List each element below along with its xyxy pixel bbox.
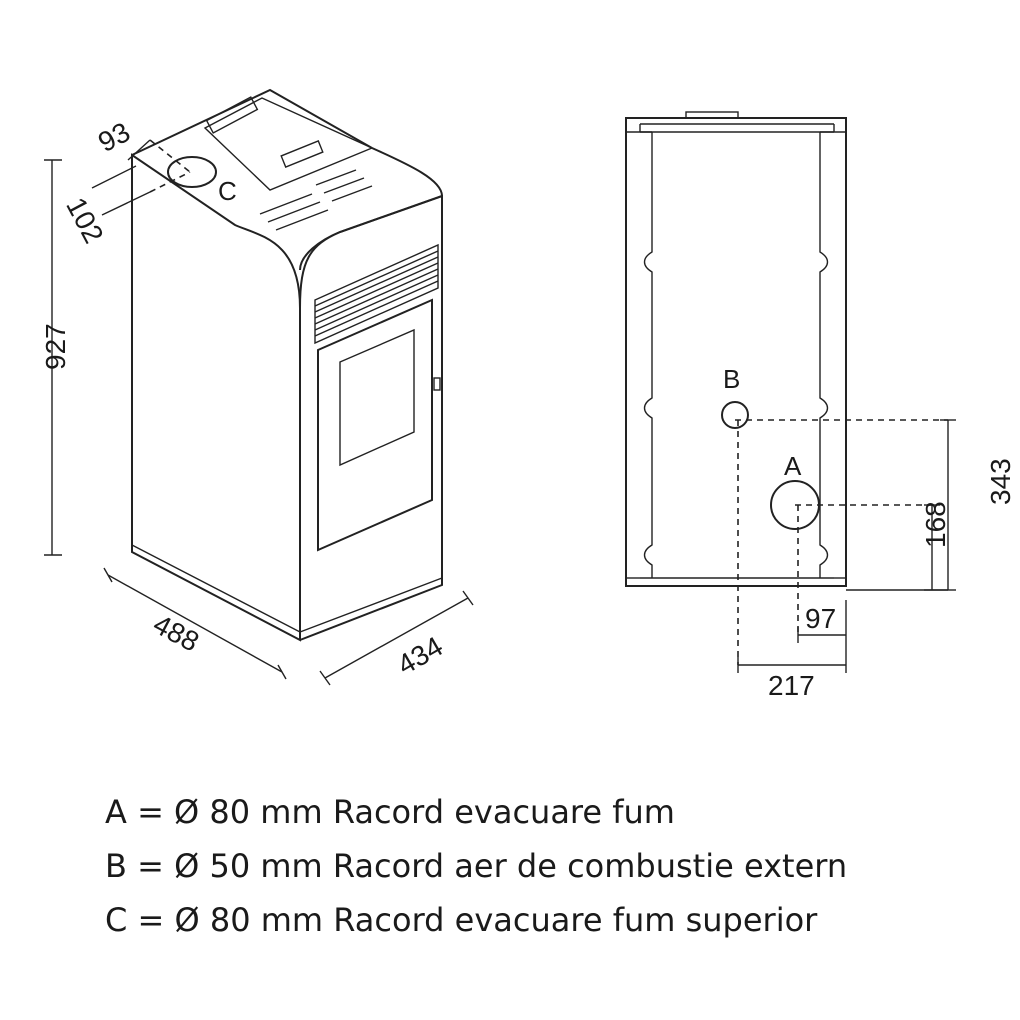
stove-hopper-handle [280, 140, 324, 168]
stove-top-surface [131, 88, 444, 271]
stove-body-left-face [131, 153, 301, 642]
legend-item-b: B = Ø 50 mm Racord aer de combustie exte… [105, 847, 848, 885]
dim-height-line [44, 159, 62, 556]
dim-width-line [103, 567, 287, 680]
dim-b-offset: 217 [768, 670, 815, 701]
dim-a-offset: 97 [805, 603, 836, 634]
stove-3d-view: C 93 102 927 488 4 [40, 88, 474, 686]
connector-b-label: B [723, 364, 740, 394]
stove-door-glass [339, 328, 415, 467]
stove-door [317, 298, 433, 552]
dim-b-height: 343 [985, 458, 1016, 505]
dim-width: 488 [148, 608, 204, 657]
legend-item-a: A = Ø 80 mm Racord evacuare fum [105, 793, 675, 831]
dim-height: 927 [40, 323, 71, 370]
back-top-flue [685, 111, 739, 119]
dim-c-offset-y: 102 [60, 192, 109, 248]
dim-depth: 434 [392, 630, 448, 680]
stove-front-grille [314, 243, 439, 345]
connector-b-circle [721, 401, 749, 429]
back-left-panel [643, 132, 653, 578]
stove-display [205, 96, 259, 134]
stove-top-vents [259, 169, 373, 231]
dim-depth-line [319, 590, 474, 686]
stove-back-view: B A 343 168 97 217 [625, 111, 1016, 701]
connector-a-label: A [784, 451, 802, 481]
dim-a-lines [795, 504, 940, 643]
back-right-panel [819, 132, 829, 578]
dim-c-offset-x: 93 [93, 116, 135, 158]
stove-control-panel [203, 97, 374, 191]
connector-legend: A = Ø 80 mm Racord evacuare fum B = Ø 50… [105, 785, 985, 947]
stove-door-handle [433, 377, 441, 391]
connector-c-dimension-leaders [91, 139, 191, 216]
dim-a-height: 168 [920, 501, 951, 548]
stove-body-front-face [299, 194, 443, 641]
stove-base [131, 544, 443, 633]
legend-item-c: C = Ø 80 mm Racord evacuare fum superior [105, 901, 818, 939]
connector-c-circle [167, 156, 217, 188]
connector-c-label: C [218, 176, 237, 206]
dim-b-lines [735, 419, 956, 673]
